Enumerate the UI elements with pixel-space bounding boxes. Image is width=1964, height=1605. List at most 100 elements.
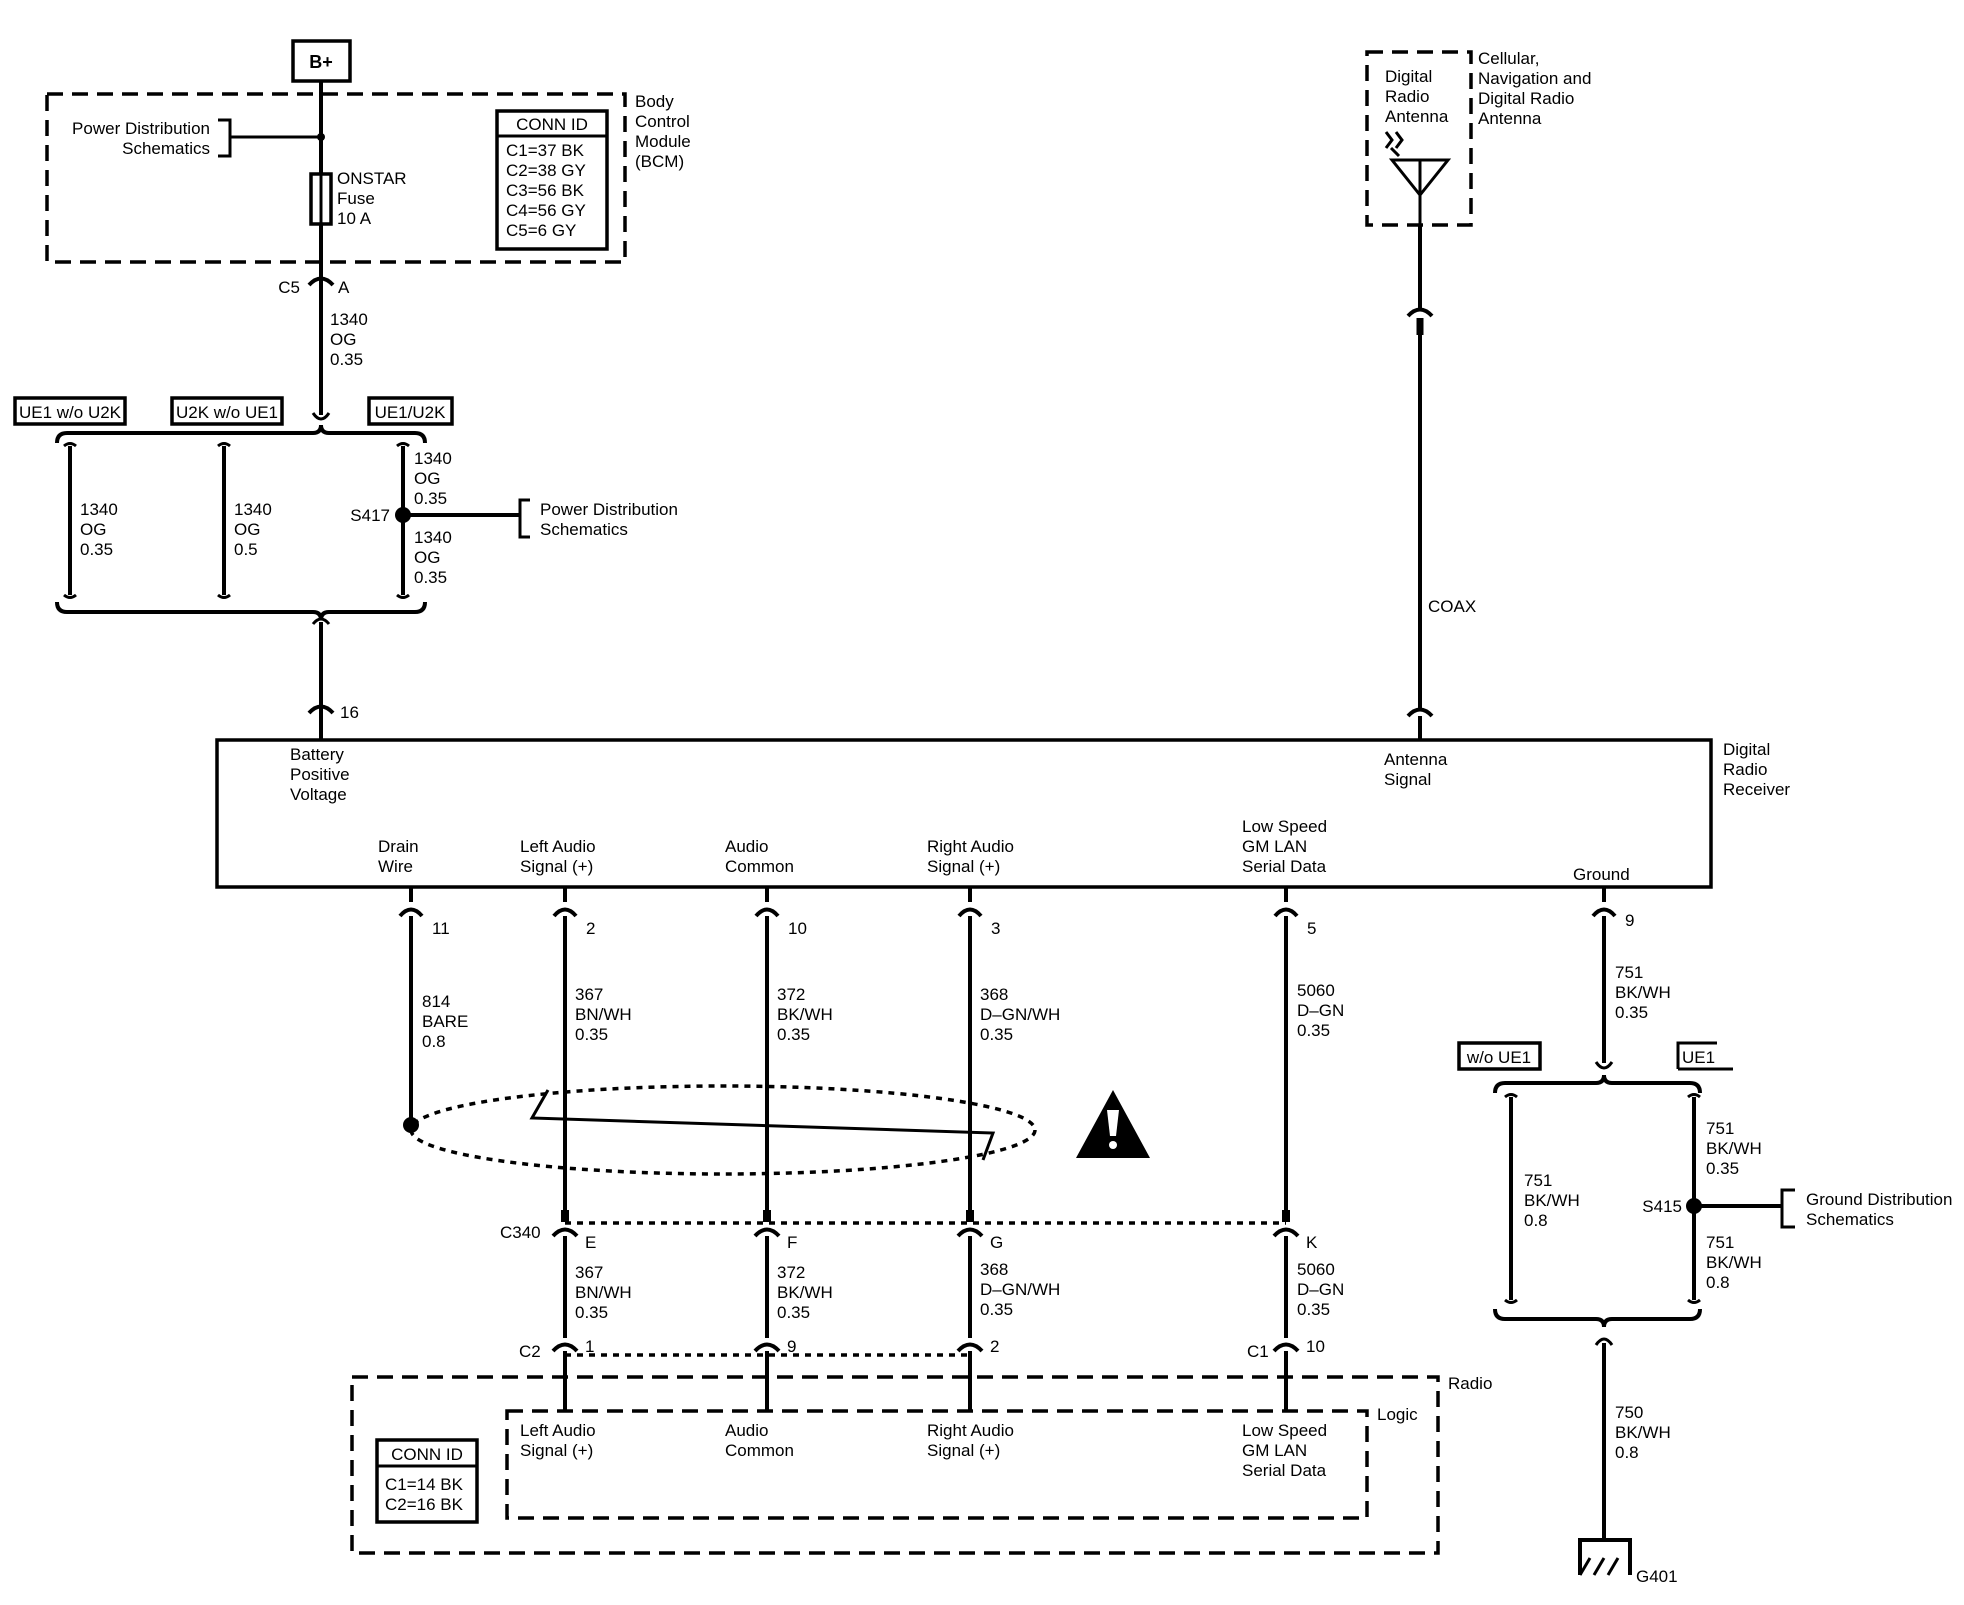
battery-positive-voltage-label: Battery Positive Voltage <box>290 745 350 804</box>
svg-text:0.35: 0.35 <box>1615 1003 1648 1022</box>
radio-left-audio-label: Left Audio Signal (+) <box>520 1421 596 1460</box>
svg-text:BARE: BARE <box>422 1012 468 1031</box>
svg-text:OG: OG <box>80 520 106 539</box>
radio-c2-pin1 <box>551 1342 579 1353</box>
c340-pin-f <box>753 1227 781 1238</box>
svg-text:C1=37 BK: C1=37 BK <box>506 141 585 160</box>
svg-text:0.8: 0.8 <box>422 1032 446 1051</box>
radio-c1-pin10 <box>1272 1342 1300 1353</box>
svg-text:Cellular,: Cellular, <box>1478 49 1539 68</box>
svg-text:BN/WH: BN/WH <box>575 1005 632 1024</box>
c340-pin-g <box>956 1227 984 1238</box>
svg-text:D–GN: D–GN <box>1297 1280 1344 1299</box>
svg-text:C2=38 GY: C2=38 GY <box>506 161 586 180</box>
svg-text:GM LAN: GM LAN <box>1242 1441 1307 1460</box>
wire-lower-lan-label: 5060 D–GN 0.35 <box>1297 1260 1344 1319</box>
svg-text:Serial Data: Serial Data <box>1242 857 1327 876</box>
svg-text:Drain: Drain <box>378 837 419 856</box>
svg-text:Radio: Radio <box>1723 760 1767 779</box>
svg-text:Body: Body <box>635 92 674 111</box>
svg-text:Common: Common <box>725 1441 794 1460</box>
svg-text:Signal (+): Signal (+) <box>927 1441 1000 1460</box>
svg-text:Power Distribution: Power Distribution <box>72 119 210 138</box>
svg-text:Module: Module <box>635 132 691 151</box>
wire-lan-label: 5060 D–GN 0.35 <box>1297 981 1344 1040</box>
radio-c2-pin9 <box>753 1342 781 1353</box>
svg-text:372: 372 <box>777 1263 805 1282</box>
svg-text:BK/WH: BK/WH <box>1615 1423 1671 1442</box>
pin3-connector <box>957 907 983 918</box>
svg-text:1340: 1340 <box>80 500 118 519</box>
ground-wire-bottom-label: 750 BK/WH 0.8 <box>1615 1403 1671 1462</box>
low-speed-gmlan-label: Low Speed GM LAN Serial Data <box>1242 817 1327 876</box>
svg-text:0.35: 0.35 <box>980 1300 1013 1319</box>
receiver-pin16-label: 16 <box>340 703 359 722</box>
svg-text:Antenna: Antenna <box>1478 109 1542 128</box>
svg-text:Audio: Audio <box>725 1421 768 1440</box>
ground-wire-right-top-label: 751 BK/WH 0.35 <box>1706 1119 1762 1178</box>
svg-text:10 A: 10 A <box>337 209 372 228</box>
svg-text:Battery: Battery <box>290 745 344 764</box>
svg-text:E: E <box>585 1233 596 1252</box>
svg-text:Antenna: Antenna <box>1384 750 1448 769</box>
svg-text:BK/WH: BK/WH <box>1615 983 1671 1002</box>
svg-text:814: 814 <box>422 992 450 1011</box>
svg-text:Schematics: Schematics <box>540 520 628 539</box>
bplus-label: B+ <box>309 52 333 72</box>
radio-box <box>350 1375 1440 1555</box>
svg-text:751: 751 <box>1706 1119 1734 1138</box>
c340-pin-e <box>551 1227 579 1238</box>
svg-text:Left Audio: Left Audio <box>520 1421 596 1440</box>
svg-text:0.35: 0.35 <box>777 1025 810 1044</box>
pin10-label: 10 <box>788 919 807 938</box>
svg-text:Fuse: Fuse <box>337 189 375 208</box>
svg-text:5060: 5060 <box>1297 981 1335 1000</box>
radio-conn-id-title: CONN ID <box>391 1445 463 1464</box>
svg-text:2: 2 <box>990 1337 999 1356</box>
logic-label: Logic <box>1377 1405 1418 1424</box>
svg-text:367: 367 <box>575 1263 603 1282</box>
pin2-label: 2 <box>586 919 595 938</box>
c340-label: C340 <box>500 1223 541 1242</box>
digital-radio-receiver <box>215 738 1713 889</box>
pin9-connector <box>1591 907 1617 918</box>
svg-text:C3=56 BK: C3=56 BK <box>506 181 585 200</box>
svg-text:Radio: Radio <box>1385 87 1429 106</box>
svg-text:K: K <box>1306 1233 1318 1252</box>
radio-c2-label: C2 <box>519 1342 541 1361</box>
svg-text:OG: OG <box>414 548 440 567</box>
svg-text:w/o UE1: w/o UE1 <box>1466 1048 1531 1067</box>
svg-text:Signal (+): Signal (+) <box>520 1441 593 1460</box>
svg-text:368: 368 <box>980 1260 1008 1279</box>
ground-g401-icon <box>1578 1538 1632 1576</box>
opt-wire-right-top-label: 1340 OG 0.35 <box>414 449 452 508</box>
svg-text:Left Audio: Left Audio <box>520 837 596 856</box>
svg-text:C2=16 BK: C2=16 BK <box>385 1495 464 1514</box>
svg-text:1340: 1340 <box>234 500 272 519</box>
digital-radio-antenna-name: Digital Radio Antenna <box>1385 67 1449 126</box>
c5-pin-label: A <box>338 278 350 297</box>
c5-label: C5 <box>278 278 300 297</box>
svg-text:0.35: 0.35 <box>777 1303 810 1322</box>
antenna-assembly-name: Cellular, Navigation and Digital Radio A… <box>1478 49 1591 128</box>
svg-text:BK/WH: BK/WH <box>1706 1253 1762 1272</box>
wire-ground-label: 751 BK/WH 0.35 <box>1615 963 1671 1022</box>
splice-s417-label: S417 <box>350 506 390 525</box>
ground-distribution-ref: Ground Distribution Schematics <box>1806 1190 1952 1229</box>
svg-text:751: 751 <box>1615 963 1643 982</box>
option-ue1 <box>1676 1041 1733 1071</box>
svg-text:D–GN/WH: D–GN/WH <box>980 1005 1060 1024</box>
svg-text:Ground Distribution: Ground Distribution <box>1806 1190 1952 1209</box>
svg-text:0.35: 0.35 <box>414 568 447 587</box>
ground-wire-right-bottom-label: 751 BK/WH 0.8 <box>1706 1233 1762 1292</box>
radio-c2-pin2 <box>956 1342 984 1353</box>
power-distribution-ref-2: Power Distribution Schematics <box>540 500 678 539</box>
wire-audio-common-label: 372 BK/WH 0.35 <box>777 985 833 1044</box>
svg-text:D–GN: D–GN <box>1297 1001 1344 1020</box>
svg-text:10: 10 <box>1306 1337 1325 1356</box>
option-u2k-wo-ue1 <box>170 396 284 426</box>
svg-text:751: 751 <box>1524 1171 1552 1190</box>
svg-text:751: 751 <box>1706 1233 1734 1252</box>
svg-text:GM LAN: GM LAN <box>1242 837 1307 856</box>
